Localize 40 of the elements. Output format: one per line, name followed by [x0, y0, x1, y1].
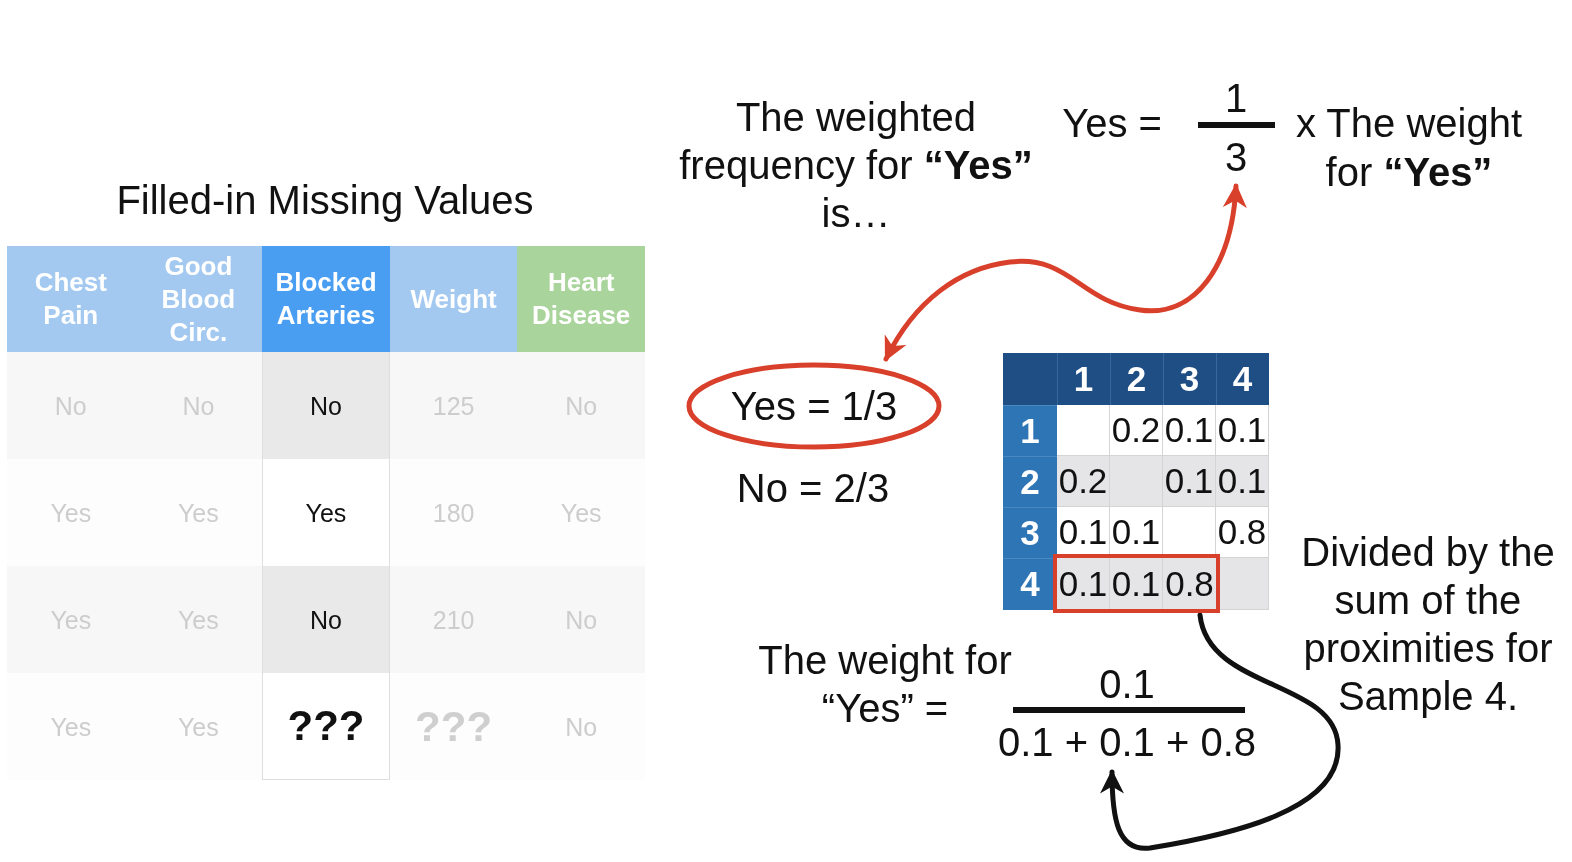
row-header: 2 — [1003, 456, 1057, 507]
table-cell: Yes — [262, 459, 390, 566]
equation-text: No = 2/3 — [736, 465, 890, 512]
table-cell: No — [262, 352, 390, 459]
column-header: 1 — [1057, 353, 1110, 405]
row-header: 3 — [1003, 507, 1057, 558]
table-cell: 0.1 — [1163, 405, 1216, 456]
fraction-denominator: 3 — [1224, 133, 1248, 181]
table-cell: ??? — [262, 673, 390, 780]
fraction-numerator: 0.1 — [1099, 661, 1155, 708]
column-header: Good Blood Circ. — [134, 246, 263, 352]
table-cell: 0.1 — [1057, 558, 1110, 609]
table-cell: 0.1 — [1110, 558, 1163, 609]
column-header: Weight — [389, 246, 518, 352]
table-cell: No — [262, 566, 390, 673]
table-title: Filled-in Missing Values — [116, 177, 534, 224]
column-header: Blocked Arteries — [262, 246, 390, 352]
table-cell: 0.2 — [1110, 405, 1163, 456]
curved-arrow — [883, 183, 1247, 362]
table-cell: 0.1 — [1163, 456, 1216, 507]
fraction-denominator: 0.1 + 0.1 + 0.8 — [998, 718, 1256, 766]
row-header: 1 — [1003, 405, 1057, 456]
description-text: Divided by the sum of the proximities for Sample 4. — [1300, 529, 1556, 720]
column-header: Chest Pain — [7, 246, 135, 352]
table-cell: 0.8 — [1163, 558, 1216, 609]
circled-equation: Yes = 1/3 — [686, 362, 942, 450]
column-header: 2 — [1110, 353, 1163, 405]
equation-text: x The weight for “Yes” — [1294, 100, 1524, 196]
description-text: The weighted frequency for “Yes” is… — [678, 94, 1034, 237]
fraction-numerator: 1 — [1224, 75, 1248, 122]
column-header: 4 — [1216, 353, 1269, 405]
highlight-frame — [1053, 554, 1220, 613]
table-cell: 0.1 — [1216, 405, 1269, 456]
column-header: Heart Disease — [517, 246, 645, 352]
table-cell: 0.8 — [1216, 507, 1269, 558]
table-cell: 0.1 — [1216, 456, 1269, 507]
table-cell: 0.2 — [1057, 456, 1110, 507]
curved-arrow — [1100, 612, 1341, 851]
column-header: 3 — [1163, 353, 1216, 405]
equation-text: Yes = — [1062, 100, 1162, 147]
